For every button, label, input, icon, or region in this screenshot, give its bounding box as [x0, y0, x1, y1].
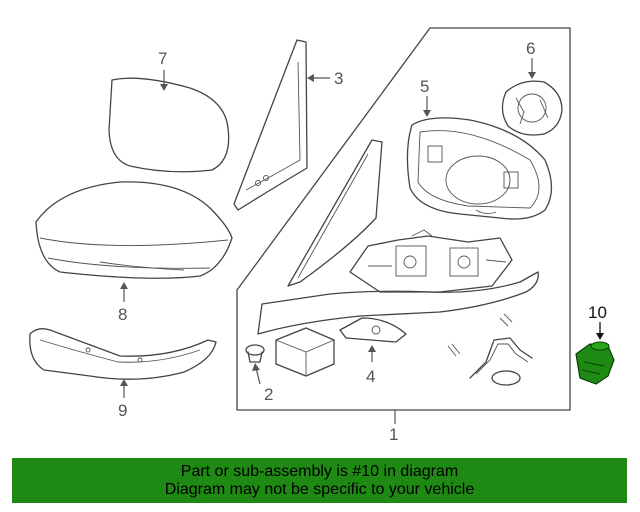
callout-9: 9 [118, 401, 127, 420]
callout-5: 5 [420, 77, 429, 96]
banner-line-2: Diagram may not be specific to your vehi… [164, 480, 475, 498]
part-2-clip[interactable] [245, 344, 265, 363]
control-module[interactable] [275, 327, 335, 377]
callout-2: 2 [264, 385, 273, 404]
part-3-triangle-cover[interactable] [233, 39, 308, 211]
part-6-motor[interactable] [501, 80, 563, 136]
parts-diagram: 7 3 5 6 8 9 4 2 1 10 [29, 27, 615, 444]
part-1-housing-base[interactable] [257, 139, 539, 335]
assembly-outline-box [236, 27, 571, 411]
callout-4: 4 [366, 367, 375, 386]
banner-line-1: Part or sub-assembly is #10 in diagram [180, 462, 459, 480]
part-8-mirror-cap[interactable] [35, 181, 233, 279]
callout-6: 6 [526, 39, 535, 58]
callout-1: 1 [389, 425, 398, 444]
part-9-turn-signal[interactable] [29, 328, 217, 380]
part-10-connector [590, 341, 610, 351]
part-5-mirror-frame[interactable] [406, 117, 553, 220]
callout-3: 3 [334, 69, 343, 88]
leader-lines [120, 58, 604, 424]
callout-8: 8 [118, 305, 127, 324]
part-10-highlighted[interactable] [575, 341, 615, 385]
callout-10: 10 [588, 303, 607, 322]
wiring-harness[interactable] [447, 313, 533, 386]
callout-7: 7 [158, 49, 167, 68]
part-7-mirror-glass[interactable] [108, 77, 230, 173]
info-banner: Part or sub-assembly is #10 in diagram D… [12, 458, 627, 503]
part-4-bracket-plate[interactable] [339, 317, 407, 343]
